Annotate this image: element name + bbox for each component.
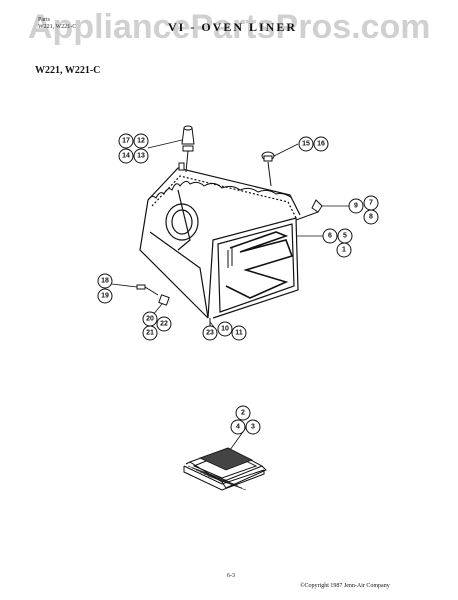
top-plug-part: [261, 151, 275, 187]
thermostat-bulb-part: [178, 125, 195, 173]
callout-4: 4: [230, 419, 246, 435]
callout-22-label: 22: [160, 321, 168, 328]
callout-6-label: 6: [328, 233, 332, 240]
callout-14-label: 14: [122, 153, 130, 160]
callout-15-label: 15: [302, 141, 310, 148]
callout-9-label: 9: [354, 203, 358, 210]
model-label: W221, W221-C: [35, 65, 101, 76]
callout-7-label: 7: [369, 200, 373, 207]
callout-2-label: 2: [241, 410, 245, 417]
callout-11-label: 11: [235, 330, 243, 337]
rack-dark-panel: [198, 447, 253, 471]
callout-17: 17: [118, 133, 134, 149]
callout-10-label: 10: [221, 326, 229, 333]
callout-6: 6: [322, 228, 338, 244]
callout-21-label: 21: [146, 330, 154, 337]
callout-8-label: 8: [369, 214, 373, 221]
callout-23: 23: [202, 325, 218, 341]
callout-13-label: 13: [137, 153, 145, 160]
callout-3-label: 3: [251, 424, 255, 431]
callout-19-label: 19: [101, 293, 109, 300]
callout-5-label: 5: [343, 233, 347, 240]
callout-19: 19: [97, 288, 113, 304]
callout-5: 5: [337, 228, 353, 244]
side-screw-part: [295, 199, 323, 221]
callout-20-label: 20: [146, 316, 154, 323]
callout-1-label: 1: [342, 247, 346, 254]
oven-liner-body: [139, 167, 301, 319]
callout-9: 9: [348, 198, 364, 214]
callout-21: 21: [142, 325, 158, 341]
callout-8: 8: [363, 209, 379, 225]
callout-18: 18: [97, 273, 113, 289]
callout-17-label: 17: [122, 138, 130, 145]
callout-1: 1: [336, 242, 352, 258]
callout-14: 14: [118, 148, 134, 164]
callout-11: 11: [231, 325, 247, 341]
callout-18-label: 18: [101, 278, 109, 285]
callout-7: 7: [363, 195, 379, 211]
callout-3: 3: [245, 419, 261, 435]
callout-12: 12: [133, 133, 149, 149]
element-terminals: [227, 248, 233, 268]
callout-16-label: 16: [317, 141, 325, 148]
heating-element: [225, 231, 294, 299]
callout-4-label: 4: [236, 424, 240, 431]
callout-13: 13: [133, 148, 149, 164]
oven-rack-part: [183, 447, 267, 491]
callout-16: 16: [313, 136, 329, 152]
watermark: AppliancePartsPros.com: [28, 8, 431, 46]
callout-2: 2: [235, 405, 251, 421]
section-title: VI - OVEN LINER: [168, 20, 298, 34]
page-number: 6-3: [227, 573, 235, 579]
callout-12-label: 12: [137, 138, 145, 145]
header-small-text: Parts W221, W221-C: [38, 17, 76, 31]
insulation-edge: [147, 180, 293, 201]
callout-10: 10: [217, 321, 233, 337]
callout-22: 22: [156, 316, 172, 332]
callout-20: 20: [142, 311, 158, 327]
header-small-line1: Parts: [38, 17, 50, 23]
header-small-line2: W221, W221-C: [38, 24, 77, 30]
callout-15: 15: [298, 136, 314, 152]
copyright-notice: ©Copyright 1987 Jenn-Air Company: [300, 583, 390, 589]
callout-23-label: 23: [206, 330, 214, 337]
